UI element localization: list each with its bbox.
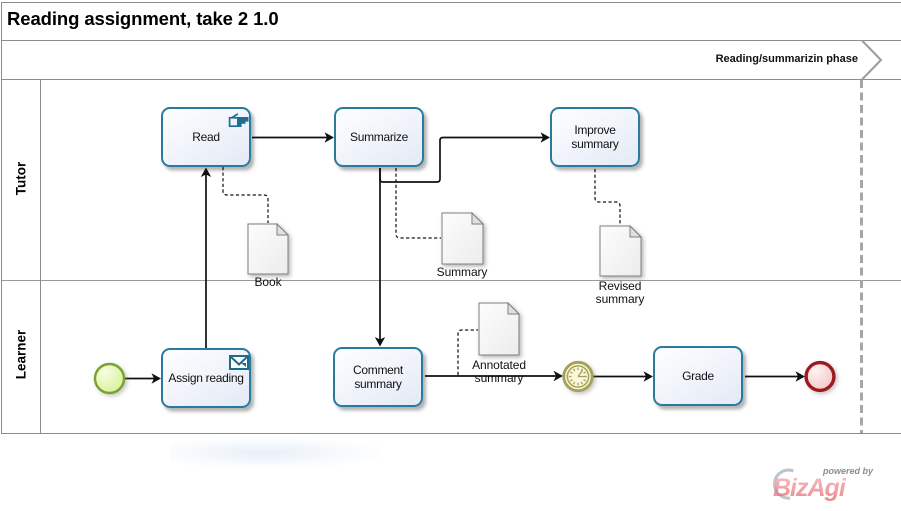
svg-text:BizAgi: BizAgi <box>773 474 847 502</box>
svg-text:powered by: powered by <box>822 466 874 476</box>
